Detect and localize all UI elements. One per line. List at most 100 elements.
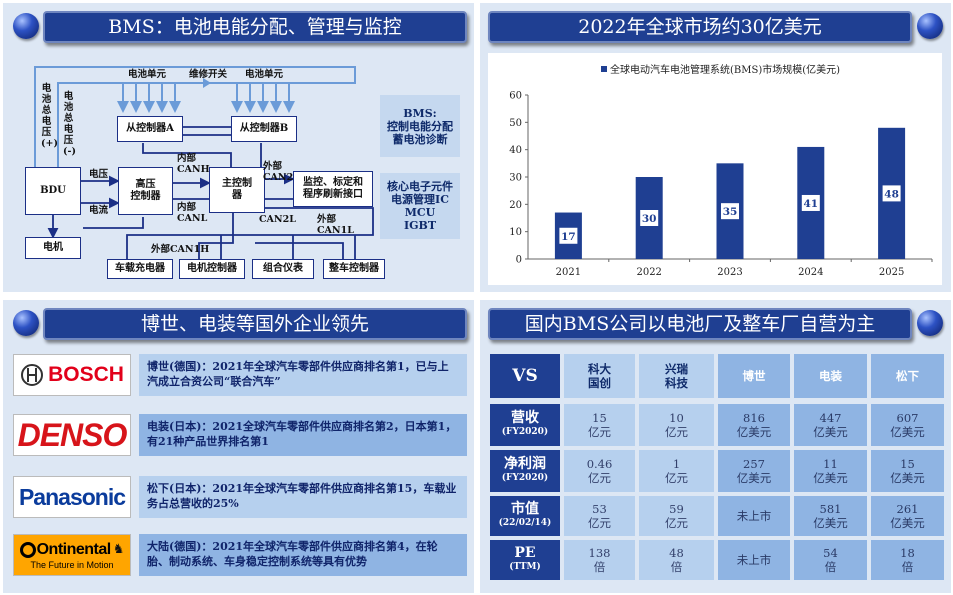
monitor-interface-block: 监控、标定和 程序刷新接口 (293, 171, 373, 207)
x-tick-label: 2023 (717, 267, 742, 278)
row-header-subtitle: (FY2020) (501, 473, 549, 483)
continental-logo-text: Ontinental (36, 540, 112, 558)
column-header: 松下 (871, 354, 944, 398)
bms-note: BMS: 控制电能分配 蓄电池诊断 (380, 95, 460, 157)
data-label-box (559, 227, 578, 244)
denso-description: 电装(日本)：2021全球汽车零部件供应商排名第2，日本第1，有21种产品世界排… (139, 414, 467, 456)
column-header: 兴瑞 科技 (639, 354, 714, 398)
denso-logo-text: DENSO (17, 416, 128, 453)
table-cell: 15 亿美元 (871, 450, 944, 492)
row-header-subtitle: (FY2020) (501, 427, 549, 437)
vehicle-controller-block: 整车控制器 (323, 259, 385, 279)
table-cell: 581 亿美元 (794, 496, 867, 536)
table-cell: 261 亿美元 (871, 496, 944, 536)
table-cell: 138 倍 (564, 540, 635, 580)
row-header-subtitle: (22/02/14) (498, 518, 552, 528)
table-cell: 11 亿美元 (794, 450, 867, 492)
table-cell: 53 亿元 (564, 496, 635, 536)
data-label: 35 (723, 206, 738, 218)
table-cell: 257 亿美元 (718, 450, 790, 492)
bosch-logo: BOSCH (13, 354, 131, 396)
row-header: 市值(22/02/14) (490, 496, 560, 536)
row-header-subtitle: (TTM) (509, 562, 541, 572)
y-tick-label: 40 (509, 145, 522, 156)
panasonic-description: 松下(日本)：2021年全球汽车零部件供应商排名第15，车载业务占总营收的25% (139, 476, 467, 518)
outer-can1l-label: 外部 CAN1L (317, 214, 354, 236)
core-components-note: 核心电子元件 电源管理IC MCU IGBT (380, 173, 460, 239)
data-label: 30 (642, 213, 657, 225)
y-tick-label: 30 (509, 173, 522, 184)
table-corner: VS (490, 354, 560, 398)
panasonic-logo-text: Panasonic (18, 483, 126, 510)
bar-chart: 全球电动汽车电池管理系统(BMS)市场规模(亿美元)01020304050602… (509, 63, 933, 278)
denso-logo: DENSO (13, 414, 131, 456)
motor-block: 电机 (25, 237, 81, 259)
table-cell: 15 亿元 (564, 404, 635, 446)
current-label: 电流 (89, 205, 109, 216)
continental-logo: Ontinental ♞ The Future in Motion (13, 534, 131, 576)
x-tick-label: 2022 (636, 267, 661, 278)
row-header-label: 净利润 (504, 456, 546, 472)
bosch-description: 博世(德国)：2021年全球汽车零部件供应商排名第1，已与上汽成立合资公司“联合… (139, 354, 467, 396)
continental-c-icon (19, 541, 36, 558)
hv-controller-block: 高压 控制器 (118, 167, 173, 215)
voltage-label: 电压 (89, 169, 109, 180)
column-header: 博世 (718, 354, 790, 398)
data-label-box (721, 203, 739, 220)
row-header-label: 营收 (511, 410, 539, 426)
y-tick-label: 50 (509, 118, 522, 129)
panel-title: 博世、电装等国外企业领先 (43, 308, 467, 340)
slave-controller-a: 从控制器A (117, 116, 183, 142)
data-label-box (882, 185, 901, 202)
panel-title: BMS：电池电能分配、管理与监控 (43, 11, 467, 43)
table-cell: 0.46 亿元 (564, 450, 635, 492)
column-header: 科大 国创 (564, 354, 635, 398)
row-header-label: 市值 (511, 501, 539, 517)
market-chart-panel: 2022年全球市场约30亿美元 全球电动汽车电池管理系统(BMS)市场规模(亿美… (480, 3, 951, 292)
table-cell: 607 亿美元 (871, 404, 944, 446)
legend-swatch (601, 66, 607, 72)
inner-canh-label: 内部 CANH (177, 153, 210, 175)
pack-voltage-pos-label: 电池总电压(+) (41, 83, 58, 149)
cluster-block: 组合仪表 (252, 259, 314, 279)
bms-diagram-panel: BMS：电池电能分配、管理与监控 (3, 3, 474, 292)
y-tick-label: 0 (516, 255, 522, 266)
switch-label: 维修开关 (189, 69, 228, 80)
row-header: 净利润(FY2020) (490, 450, 560, 492)
data-label-box (801, 194, 820, 211)
x-tick-label: 2021 (556, 267, 581, 278)
bosch-armature-icon (21, 364, 44, 386)
column-header: 电装 (794, 354, 867, 398)
table-cell: 1 亿元 (639, 450, 714, 492)
header-ball-icon (917, 13, 943, 39)
x-tick-label: 2025 (879, 267, 904, 278)
continental-horse-icon: ♞ (112, 542, 125, 557)
table-cell: 54 倍 (794, 540, 867, 580)
table-cell: 48 倍 (639, 540, 714, 580)
panel-title: 国内BMS公司以电池厂及整车厂自营为主 (488, 308, 912, 340)
row-header-label: PE (514, 545, 536, 561)
motor-controller-block: 电机控制器 (179, 259, 245, 279)
pack-voltage-neg-label: 电池总电压(-) (63, 91, 76, 157)
header-ball-icon (917, 310, 943, 336)
outer-can2l-label: CAN2L (259, 214, 296, 225)
master-controller-block: 主控制 器 (209, 167, 265, 213)
continental-slogan: The Future in Motion (30, 559, 114, 570)
header-ball-icon (13, 13, 39, 39)
row-header: PE(TTM) (490, 540, 560, 580)
cell-top-left-label: 电池单元 (128, 69, 167, 80)
data-label: 17 (561, 231, 576, 243)
data-label: 48 (884, 188, 899, 200)
panel-title: 2022年全球市场约30亿美元 (488, 11, 912, 43)
bosch-logo-text: BOSCH (48, 363, 124, 386)
table-cell: 816 亿美元 (718, 404, 790, 446)
diagram-wires (34, 66, 374, 259)
slave-controller-b: 从控制器B (231, 116, 297, 142)
panasonic-logo: Panasonic (13, 476, 131, 518)
header-ball-icon (13, 310, 39, 336)
x-tick-label: 2024 (798, 267, 823, 278)
inner-canl-label: 内部 CANL (177, 202, 208, 224)
data-label-box (640, 210, 659, 226)
